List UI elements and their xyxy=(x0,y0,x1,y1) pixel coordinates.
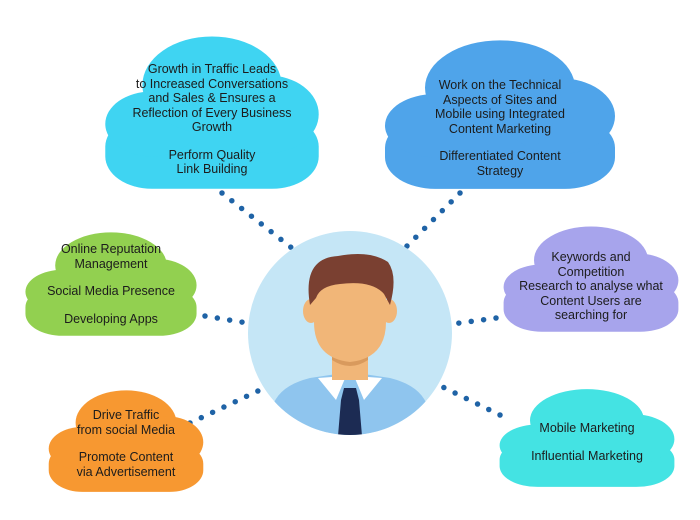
cloud-line: to Increased Conversations xyxy=(135,76,289,91)
face-shape xyxy=(314,276,386,362)
cloud-line: from social Media xyxy=(77,422,175,437)
cloud-line-spacer xyxy=(18,299,204,312)
cloud-shape xyxy=(25,232,197,336)
cloud-line: Online Reputation xyxy=(60,242,162,256)
cloud-line: Content Users are xyxy=(540,293,642,308)
cloud-line: Management xyxy=(74,256,148,271)
hair-shape xyxy=(308,254,394,305)
cloud-shape xyxy=(105,36,319,189)
cloud-line: Aspects of Sites and xyxy=(443,92,557,107)
cloud-line: Differentiated Content xyxy=(439,149,561,163)
cloud-shape xyxy=(499,389,675,487)
cloud-line: Keywords and xyxy=(551,250,631,264)
connector-top-right xyxy=(394,190,463,259)
cloud-line: Work on the Technical xyxy=(438,78,562,92)
connector-mid-left xyxy=(202,313,293,333)
cloud-line: Competition xyxy=(557,264,625,279)
cloud-line: via Advertisement xyxy=(76,464,176,479)
cloud-line-spacer xyxy=(492,436,682,449)
cloud-line: Reflection of Every Business xyxy=(132,105,292,120)
tie-shape xyxy=(338,388,362,435)
cloud-line: Drive Traffic xyxy=(92,408,160,422)
cloud-line: Mobile using Integrated xyxy=(435,107,565,121)
cloud-line-spacer xyxy=(18,271,204,284)
collar-left xyxy=(318,376,346,400)
cloud-line: Perform Quality xyxy=(168,147,256,162)
cloud-shape xyxy=(48,390,204,492)
cloud-shape xyxy=(385,40,615,189)
cloud-line: and Sales & Ensures a xyxy=(148,91,276,105)
cloud-shape xyxy=(503,226,679,332)
cloud-line: searching for xyxy=(554,308,628,322)
cloud-line: Content Marketing xyxy=(448,121,552,136)
cloud-line: Growth in Traffic Leads xyxy=(147,62,277,76)
cloud-line: Link Building xyxy=(176,162,248,176)
cloud-line: Promote Content xyxy=(78,450,174,464)
cloud-line: Growth xyxy=(191,120,233,134)
cloud-line-spacer xyxy=(42,437,210,450)
collar-right xyxy=(354,376,382,400)
cloud-line: Influential Marketing xyxy=(531,448,643,463)
cloud-line: Social Media Presence xyxy=(47,284,175,298)
cloud-line: Strategy xyxy=(476,163,524,178)
cloud-line: Research to analyse what xyxy=(519,279,663,293)
cloud-line: Mobile Marketing xyxy=(539,421,635,435)
cloud-line-spacer xyxy=(375,136,625,149)
cloud-line-spacer xyxy=(96,135,328,148)
cloud-line: Developing Apps xyxy=(64,311,158,326)
connector-top-left xyxy=(219,190,305,259)
